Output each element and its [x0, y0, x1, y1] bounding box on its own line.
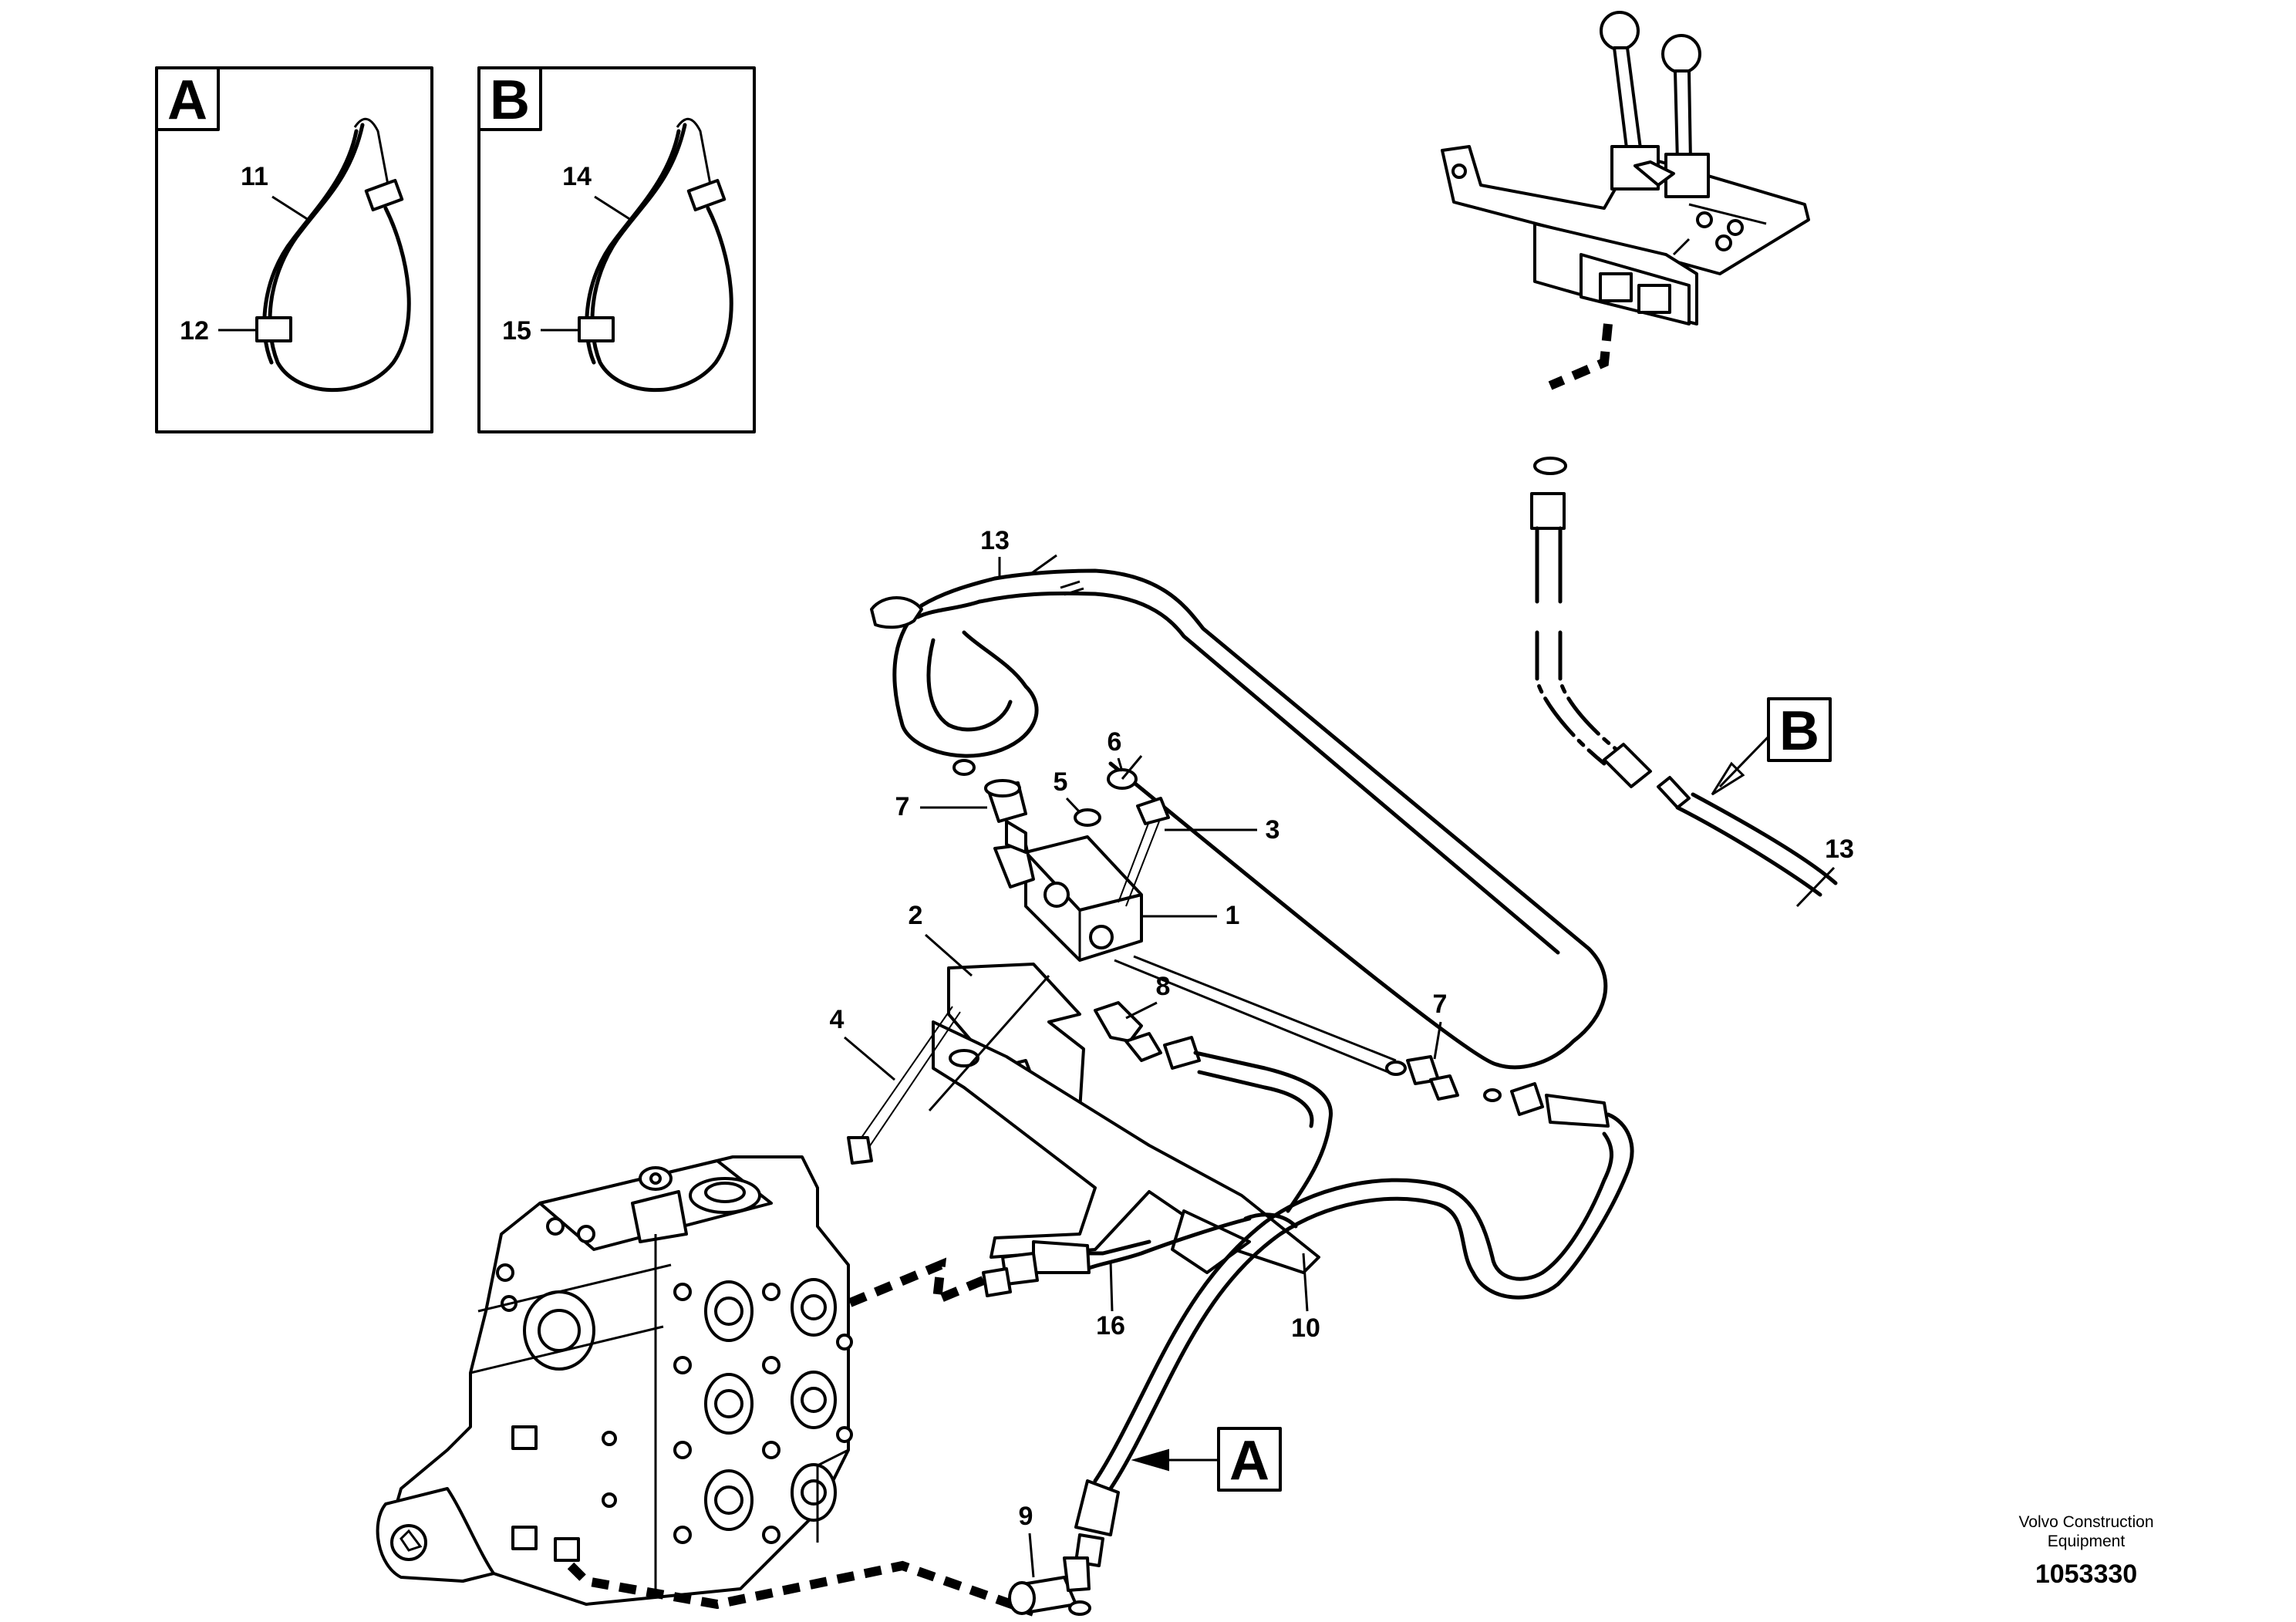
- brand-line-2: Equipment: [2048, 1533, 2126, 1550]
- callout-3: 3: [1266, 815, 1280, 845]
- pilot-line-to-fitting-9: [567, 1560, 1035, 1617]
- reference-box-b: B: [1711, 697, 1832, 796]
- label-12: 12: [180, 316, 209, 346]
- detail-a-cable-tie: A 11 12: [155, 66, 433, 433]
- label-14: 14: [562, 162, 592, 191]
- brand-line-1: Volvo Construction: [2018, 1513, 2153, 1531]
- label-11: 11: [241, 162, 268, 191]
- hose-10: [1074, 1112, 1634, 1567]
- detail-b-letter: B: [490, 69, 530, 131]
- main-control-valve: [376, 1155, 853, 1606]
- callout-6: 6: [1108, 727, 1122, 757]
- valve-port-sections: [470, 1217, 853, 1597]
- hose-16: [846, 1212, 1298, 1308]
- reference-box-a: A: [1131, 1427, 1282, 1492]
- callout-13-right: 13: [1825, 835, 1854, 864]
- elbow-fitting-9: [1008, 1556, 1091, 1616]
- pilot-control-lever-unit: [1441, 11, 1810, 325]
- pilot-hose-b: [1530, 323, 1838, 897]
- reference-b-letter: B: [1779, 700, 1819, 762]
- callout-labels: 13 6 5 7 3 1 2 8 4 7 13 16 10: [830, 526, 1854, 1578]
- callout-16: 16: [1096, 1311, 1125, 1340]
- callout-8: 8: [1156, 972, 1171, 1001]
- callout-9: 9: [1019, 1502, 1033, 1531]
- callout-10: 10: [1291, 1313, 1320, 1343]
- callout-2: 2: [909, 901, 923, 930]
- footer-brand-block: Volvo Construction Equipment 1053330: [2018, 1513, 2153, 1589]
- drawing-number: 1053330: [2035, 1560, 2137, 1589]
- solenoid-valve-block: [847, 755, 1320, 1274]
- callout-7-right: 7: [1433, 990, 1448, 1019]
- label-15: 15: [502, 316, 531, 346]
- fitting-8-and-hose: [1094, 955, 1610, 1213]
- callout-13-top: 13: [980, 526, 1010, 555]
- callout-7-left: 7: [895, 792, 910, 821]
- detail-a-letter: A: [167, 69, 207, 131]
- callout-1: 1: [1226, 901, 1240, 930]
- callout-4: 4: [830, 1005, 845, 1034]
- hose-13: [870, 554, 1608, 1070]
- callout-5: 5: [1054, 767, 1068, 797]
- reference-a-letter: A: [1229, 1430, 1269, 1492]
- detail-b-cable-tie: B 14 15: [477, 66, 756, 433]
